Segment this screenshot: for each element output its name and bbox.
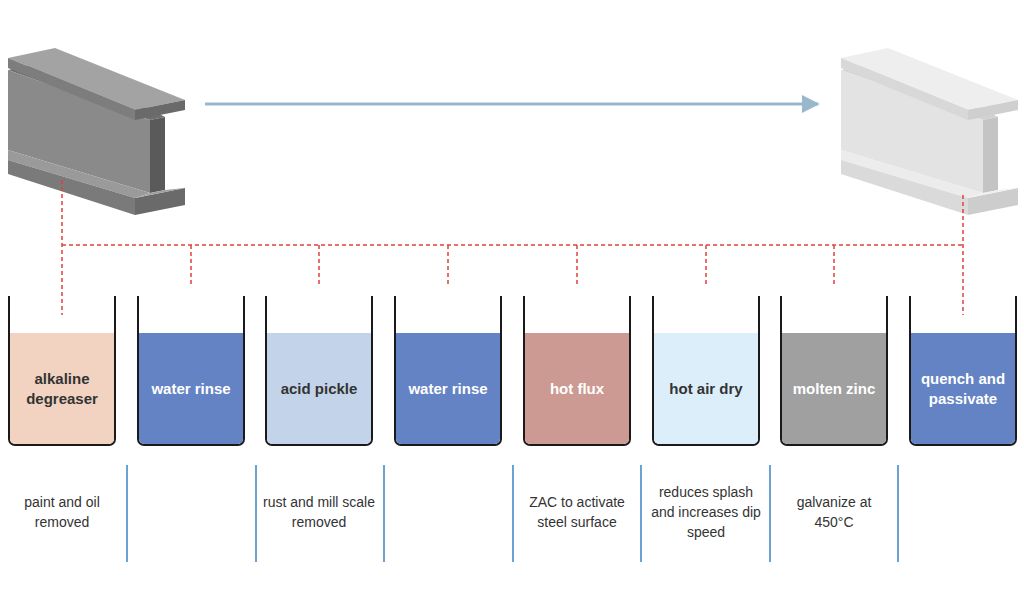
tank-label: water rinse	[145, 379, 236, 399]
process-tank: hot flux	[523, 296, 631, 446]
tank-label: acid pickle	[275, 379, 364, 399]
step-note: galvanize at 450°C	[777, 492, 891, 532]
tank-liquid: quench and passivate	[911, 333, 1015, 444]
steel-beam	[8, 48, 185, 215]
step-note: rust and mill scale removed	[262, 492, 376, 532]
tank-liquid: acid pickle	[267, 333, 371, 444]
process-tank: hot air dry	[652, 296, 760, 446]
process-tank: quench and passivate	[909, 296, 1017, 446]
tank-label: alkaline degreaser	[10, 369, 114, 409]
process-tank: molten zinc	[780, 296, 888, 446]
tank-label: hot flux	[544, 379, 610, 399]
process-tank: water rinse	[394, 296, 502, 446]
column-separators	[127, 465, 898, 562]
step-note: reduces splash and increases dip speed	[649, 482, 763, 542]
tank-liquid: water rinse	[396, 333, 500, 444]
process-arrow	[205, 103, 818, 106]
tank-liquid: hot air dry	[654, 333, 758, 444]
process-tank: water rinse	[137, 296, 245, 446]
process-tank: alkaline degreaser	[8, 296, 116, 446]
tank-liquid: alkaline degreaser	[10, 333, 114, 444]
tank-liquid: molten zinc	[782, 333, 886, 444]
process-tank: acid pickle	[265, 296, 373, 446]
galvanized-beam	[841, 48, 1018, 215]
tank-liquid: hot flux	[525, 333, 629, 444]
tank-label: hot air dry	[663, 379, 748, 399]
tank-label: molten zinc	[787, 379, 882, 399]
step-note: ZAC to activate steel surface	[520, 492, 634, 532]
step-note: paint and oil removed	[5, 492, 119, 532]
tank-label: water rinse	[402, 379, 493, 399]
tank-label: quench and passivate	[911, 369, 1015, 409]
tank-liquid: water rinse	[139, 333, 243, 444]
dip-path	[62, 180, 963, 315]
